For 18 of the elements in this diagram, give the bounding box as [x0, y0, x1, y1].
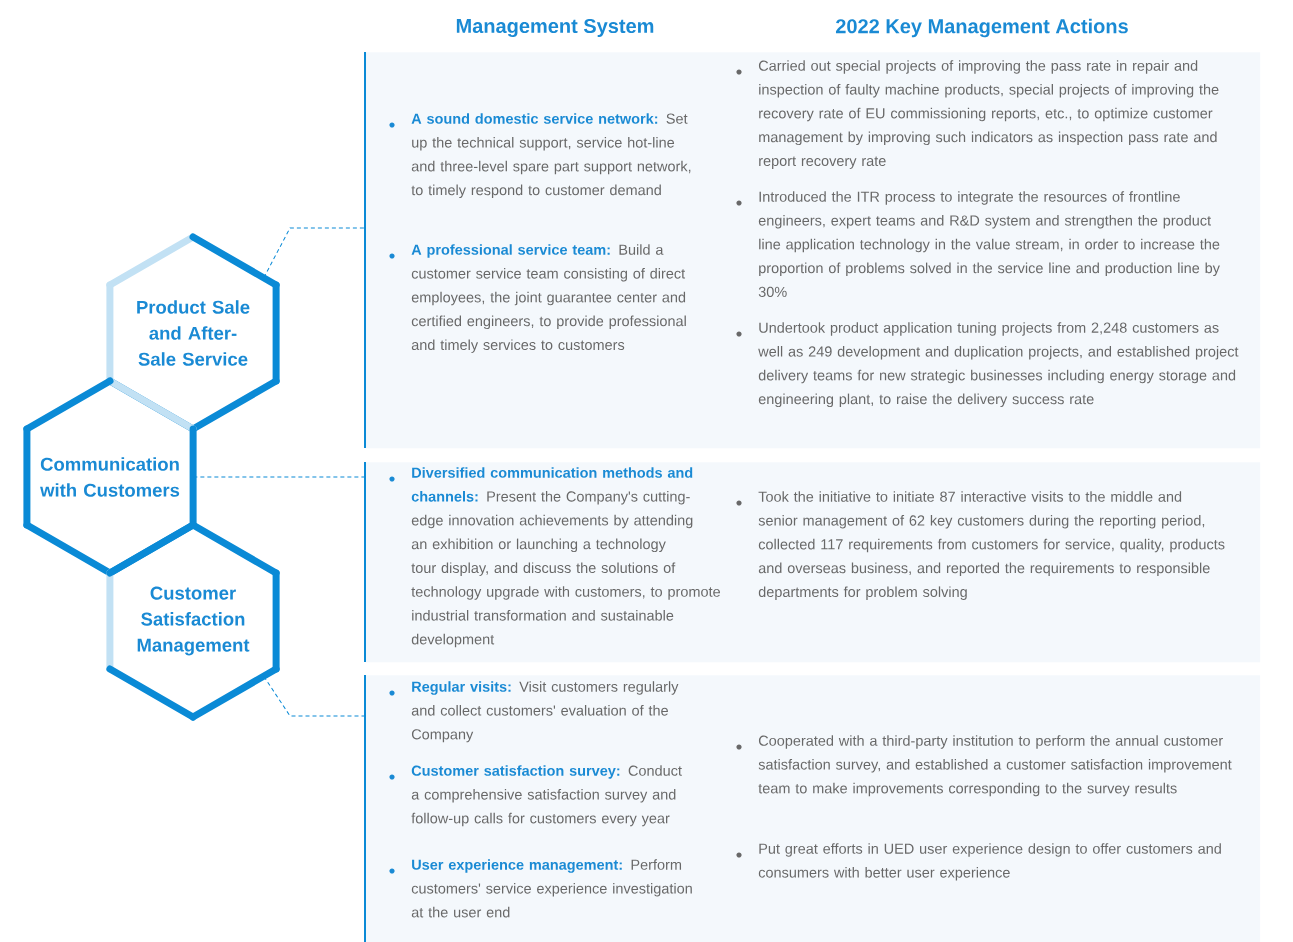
content-panel: [364, 51, 1261, 449]
content-panel: [364, 461, 1261, 663]
bullet-item: Carried out special projects of improving the pass rate in repair and inspection of faulty machine products, special projects of improving the recovery rate of EU commissioning reports, etc., to optimize customer management by improving such indicators as inspection pass rate and report recovery rate: [736, 60, 1219, 169]
bullet-item: Diversified communication methods and channels: Present the Company's cutting-edge innovation achievements by attending an exhibition or launching a technology tour display, and discuss the solutions of technology upgrade with customers, to promote industrial transformation and sustainable development: [389, 467, 720, 648]
hexagon: Product Sale and After-Sale Service: [106, 233, 280, 433]
bullet-item: Undertook product application tuning projects from 2,248 customers as well as 249 development and duplication projects, and established project delivery teams for new strategic businesses including energy storage and engineering plant, to raise the delivery success rate: [736, 322, 1239, 408]
bullet-item: Cooperated with a third-party institution to perform the annual customer satisfaction survey, and established a customer satisfaction improvement team to make improvements corresponding to the survey results: [736, 735, 1232, 797]
bullet-item: Took the initiative to initiate 87 interactive visits to the middle and senior management of 62 key customers during the reporting period, collected 117 requirements from customers for service, quality, products and overseas business, and reported the requirements to responsible departments for problem solving: [736, 491, 1225, 600]
bullet-item: A professional service team: Build a customer service team consisting of direct employees, the joint guarantee center and certified engineers, to provide professional and timely services to customers: [389, 244, 686, 353]
bullet-item: User experience management: Perform customers' service experience investigation at the user end: [389, 859, 692, 918]
content-panel: [364, 674, 1261, 942]
hexagon: Communication with Customers: [23, 377, 197, 577]
hexagon: Customer Satisfaction Management: [106, 521, 280, 721]
bullet-item: Regular visits: Visit customers regularly and collect customers' evaluation of the Company: [389, 681, 679, 743]
bullet-item: Customer satisfaction survey: Conduct a comprehensive satisfaction survey and follow-up calls for customers every year: [389, 765, 682, 827]
bullet-item: Put great efforts in UED user experience design to offer customers and consumers with better user experience: [736, 843, 1221, 881]
bullet-item: Introduced the ITR process to integrate the resources of frontline engineers, expert teams and R&D system and strengthen the product line application technology in the value stream, in order to increase the proportion of problems solved in the service line and production line by 30%: [736, 191, 1220, 298]
bullet-item: A sound domestic service network: Set up the technical support, service hot-line and three-level spare part support network, to timely respond to customer demand: [389, 113, 691, 199]
